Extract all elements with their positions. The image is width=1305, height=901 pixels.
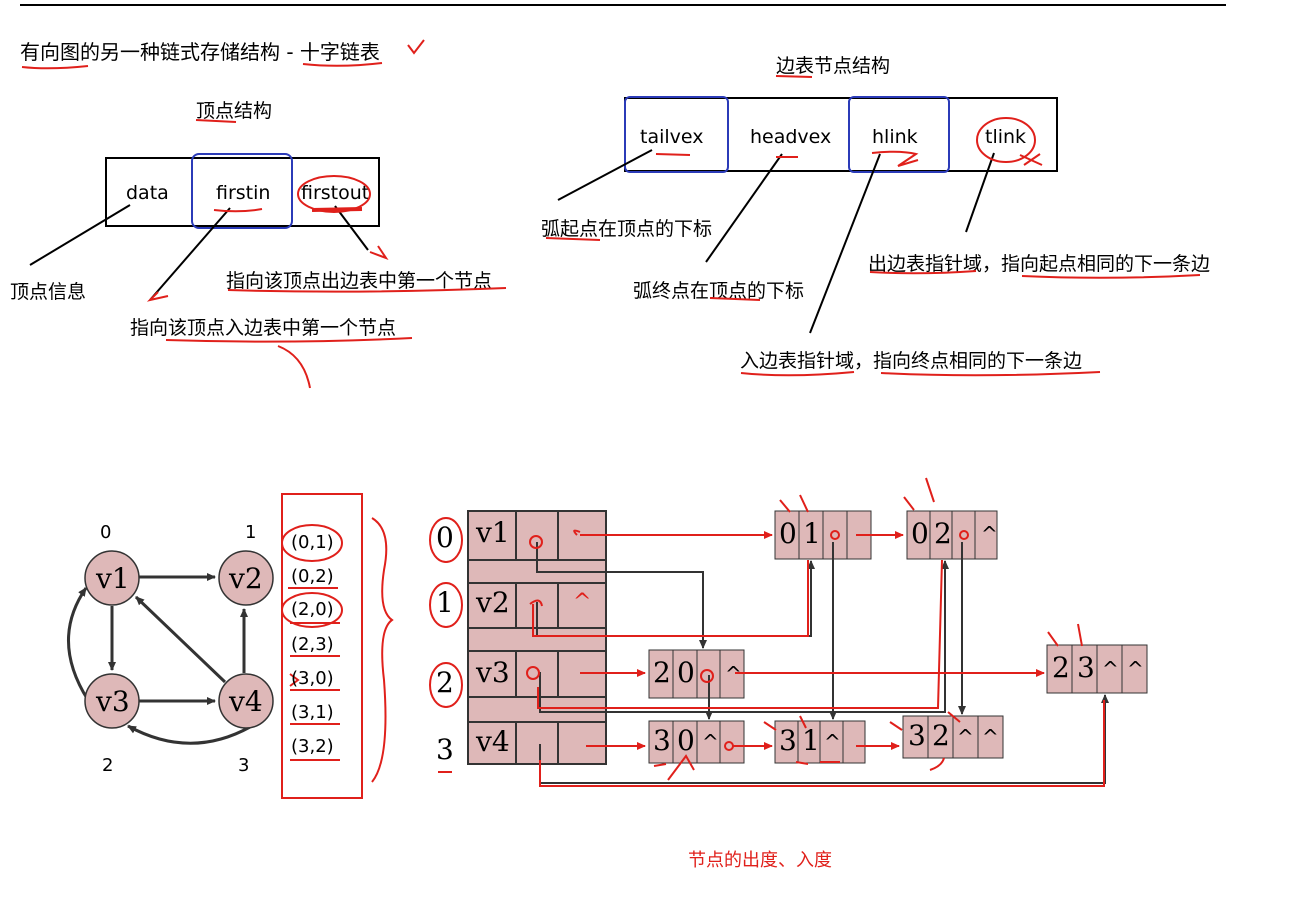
annotation-tailvex: 弧起点在顶点的下标 <box>541 218 713 240</box>
edge-node-23-hlink: ^ <box>1102 657 1119 681</box>
edge-pair-1: (0,2) <box>291 566 334 587</box>
edge-node-23-head: 3 <box>1077 651 1095 684</box>
edge-structure-heading: 边表节点结构 <box>776 55 891 77</box>
annotation-tlink: 出边表指针域，指向起点相同的下一条边 <box>868 253 1211 275</box>
edge-node-32-tail: 3 <box>908 719 926 752</box>
graph-node-index-2: 2 <box>102 755 114 776</box>
annotation-hlink: 入边表指针域，指向终点相同的下一条边 <box>740 350 1083 372</box>
edge-node-31-tail: 3 <box>779 724 797 757</box>
edge-node-32-tlink: ^ <box>982 725 999 749</box>
vertex-row-label-v1: v1 <box>476 516 510 549</box>
edge-list-marks <box>281 524 343 761</box>
vertex-row-index-0: 0 <box>436 521 454 554</box>
edge-field-tailvex: tailvex <box>640 126 704 148</box>
vertex-row-v2-null-mark: ^ <box>573 590 592 615</box>
firstin-highlight <box>191 153 293 229</box>
edge-node-23-tail: 2 <box>1052 651 1070 684</box>
hlink-highlight <box>848 96 950 173</box>
edge-node-boxes <box>648 510 1148 764</box>
edge-node-02-tail: 0 <box>911 517 929 550</box>
edge-pair-6: (3,2) <box>291 736 334 757</box>
edge-node-20-tlink: ^ <box>725 662 742 686</box>
edge-field-tlink: tlink <box>985 126 1027 148</box>
edge-pair-4: (3,0) <box>291 668 334 689</box>
footer-note: 节点的出度、入度 <box>688 850 832 871</box>
graph-node-v4 <box>218 673 274 729</box>
red-annotations-top <box>21 39 1201 389</box>
vertex-table <box>429 510 607 773</box>
graph-node-v1 <box>84 550 140 606</box>
edge-node-20-head: 0 <box>677 656 695 689</box>
edge-pair-0: (0,1) <box>291 532 334 553</box>
annotation-headvex: 弧终点在顶点的下标 <box>633 280 805 302</box>
out-pointer-lines <box>526 477 1105 787</box>
edge-node-31-hlink: ^ <box>824 730 841 754</box>
edge-node-32-head: 2 <box>932 719 950 752</box>
graph-node-label-v2: v2 <box>229 562 263 595</box>
tailvex-highlight <box>624 96 729 173</box>
edge-node-02-tlink: ^ <box>981 522 998 546</box>
edge-node-32-hlink: ^ <box>957 725 974 749</box>
graph-node-label-v4: v4 <box>229 685 263 718</box>
edge-node-30-hlink: ^ <box>702 730 719 754</box>
vertex-field-data: data <box>126 182 169 204</box>
graph-node-v2 <box>218 550 274 606</box>
edge-list-brace <box>371 517 394 783</box>
vertex-row-label-v3: v3 <box>476 656 510 689</box>
vertex-structure-heading: 顶点结构 <box>196 100 273 122</box>
graph-node-label-v1: v1 <box>96 562 130 595</box>
edge-node-31-head: 1 <box>802 724 820 757</box>
edge-list-box <box>281 493 363 799</box>
edge-node-02-head: 2 <box>934 517 952 550</box>
annotation-leaders <box>29 149 995 334</box>
vertex-structure-box <box>105 157 380 227</box>
graph-node-v3 <box>84 673 140 729</box>
graph-node-index-0: 0 <box>100 522 112 543</box>
page-title: 有向图的另一种链式存储结构 - 十字链表 <box>20 40 380 64</box>
annotation-data: 顶点信息 <box>10 281 87 303</box>
vertex-row-index-3: 3 <box>436 733 454 766</box>
vertex-row-label-v2: v2 <box>476 586 510 619</box>
edge-node-30-tail: 3 <box>653 724 671 757</box>
edge-field-hlink: hlink <box>872 126 918 148</box>
annotation-firstin: 指向该顶点入边表中第一个节点 <box>130 317 397 339</box>
top-rule <box>20 4 1226 6</box>
edge-pair-3: (2,3) <box>291 634 334 655</box>
edge-node-01-tail: 0 <box>779 517 797 550</box>
edge-pair-5: (3,1) <box>291 702 334 723</box>
sample-graph <box>67 550 300 745</box>
edge-field-headvex: headvex <box>750 126 832 148</box>
graph-node-index-3: 3 <box>238 755 250 776</box>
graph-node-label-v3: v3 <box>96 685 130 718</box>
vertex-row-label-v4: v4 <box>476 725 510 758</box>
vertex-row-index-2: 2 <box>436 666 454 699</box>
vertex-row-index-1: 1 <box>436 586 454 619</box>
edge-node-20-tail: 2 <box>653 656 671 689</box>
edge-pair-2: (2,0) <box>291 599 334 620</box>
edge-node-30-head: 0 <box>677 724 695 757</box>
vertex-field-firstin: firstin <box>216 182 271 204</box>
edge-node-23-tlink: ^ <box>1127 657 1144 681</box>
annotation-firstout: 指向该顶点出边表中第一个节点 <box>226 270 493 292</box>
vertex-field-firstout: firstout <box>301 182 370 204</box>
graph-node-index-1: 1 <box>245 522 257 543</box>
edge-node-01-head: 1 <box>803 517 821 550</box>
